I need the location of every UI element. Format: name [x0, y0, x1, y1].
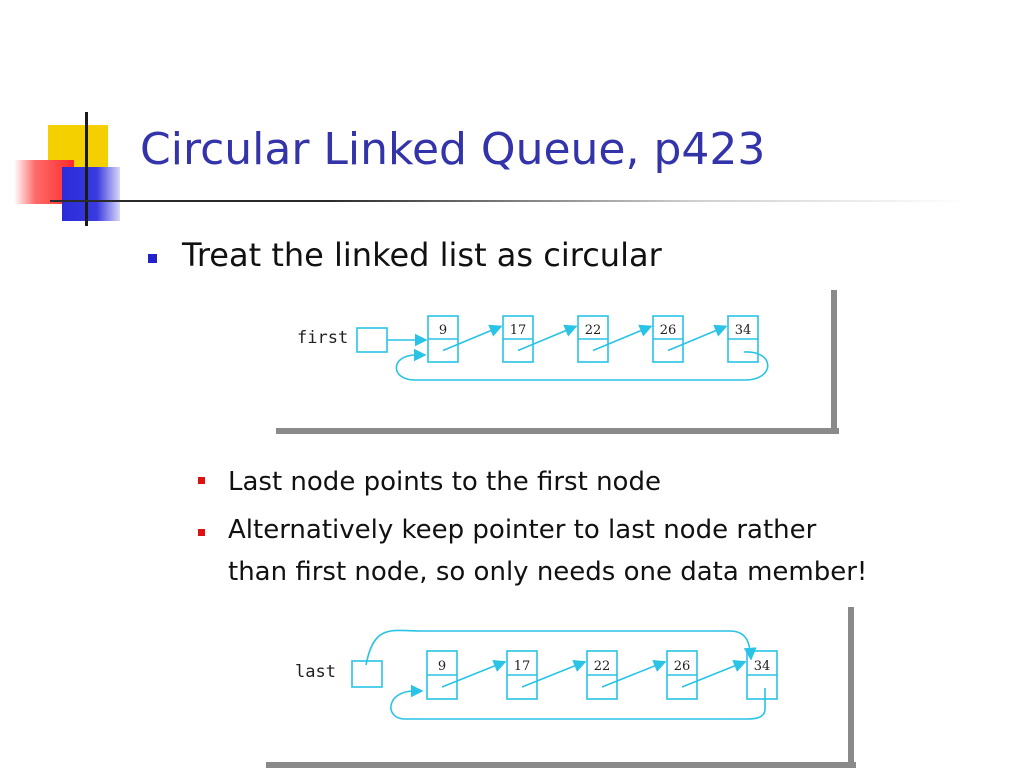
last-pointer-link — [365, 629, 757, 666]
list-node: 17 — [506, 650, 587, 700]
node-value: 34 — [735, 323, 752, 338]
shadow-bottom — [266, 762, 856, 768]
pointer-label: first — [297, 328, 348, 348]
next-link — [681, 660, 747, 688]
next-link — [442, 324, 503, 352]
slide-title: Circular Linked Queue, p423 — [140, 124, 766, 175]
node-value: 9 — [439, 323, 447, 338]
decor-blue-square — [62, 167, 120, 221]
list-node: 22 — [586, 650, 667, 700]
node-value: 9 — [438, 659, 446, 674]
pointer-box — [351, 660, 383, 688]
next-link — [517, 324, 578, 352]
title-underline — [50, 200, 970, 202]
node-value: 34 — [754, 659, 771, 674]
list-node: 26 — [666, 650, 747, 700]
shadow-right — [848, 607, 854, 768]
node-value: 17 — [510, 323, 527, 338]
node-value: 26 — [674, 659, 691, 674]
next-link — [667, 324, 728, 352]
subbullet-marker — [198, 477, 205, 484]
list-node: 9 — [426, 650, 507, 700]
next-link — [601, 660, 667, 688]
subbullet-text-line-1: Alternatively keep pointer to last node … — [228, 515, 817, 545]
list-node: 26 — [652, 315, 728, 363]
list-node: 22 — [577, 315, 653, 363]
node-value: 22 — [594, 659, 611, 674]
pointer-box — [356, 327, 388, 353]
wraparound-link — [395, 348, 769, 381]
node-value: 26 — [660, 323, 677, 338]
list-node: 34 — [746, 650, 778, 700]
node-value: 22 — [585, 323, 602, 338]
list-node: 17 — [502, 315, 578, 363]
next-link — [521, 660, 587, 688]
next-link — [592, 324, 653, 352]
shadow-bottom — [276, 428, 839, 434]
subbullet-marker — [198, 529, 205, 536]
wraparound-link — [390, 684, 766, 720]
subbullet-text-line-2: than first node, so only needs one data … — [228, 557, 868, 587]
diagram-first-pointer: first 9 17 22 26 34 — [270, 288, 840, 438]
subbullet-text: Last node points to the first node — [228, 467, 661, 497]
list-node: 9 — [427, 315, 503, 363]
decor-vertical-line — [85, 112, 88, 226]
diagram-last-pointer: last 9 17 22 26 34 — [262, 605, 856, 768]
bullet-text: Treat the linked list as circular — [182, 236, 662, 274]
node-value: 17 — [514, 659, 531, 674]
pointer-label: last — [295, 662, 336, 682]
bullet-marker — [148, 254, 157, 263]
list-node: 34 — [727, 315, 759, 363]
shadow-right — [831, 290, 837, 434]
next-link — [441, 660, 507, 688]
